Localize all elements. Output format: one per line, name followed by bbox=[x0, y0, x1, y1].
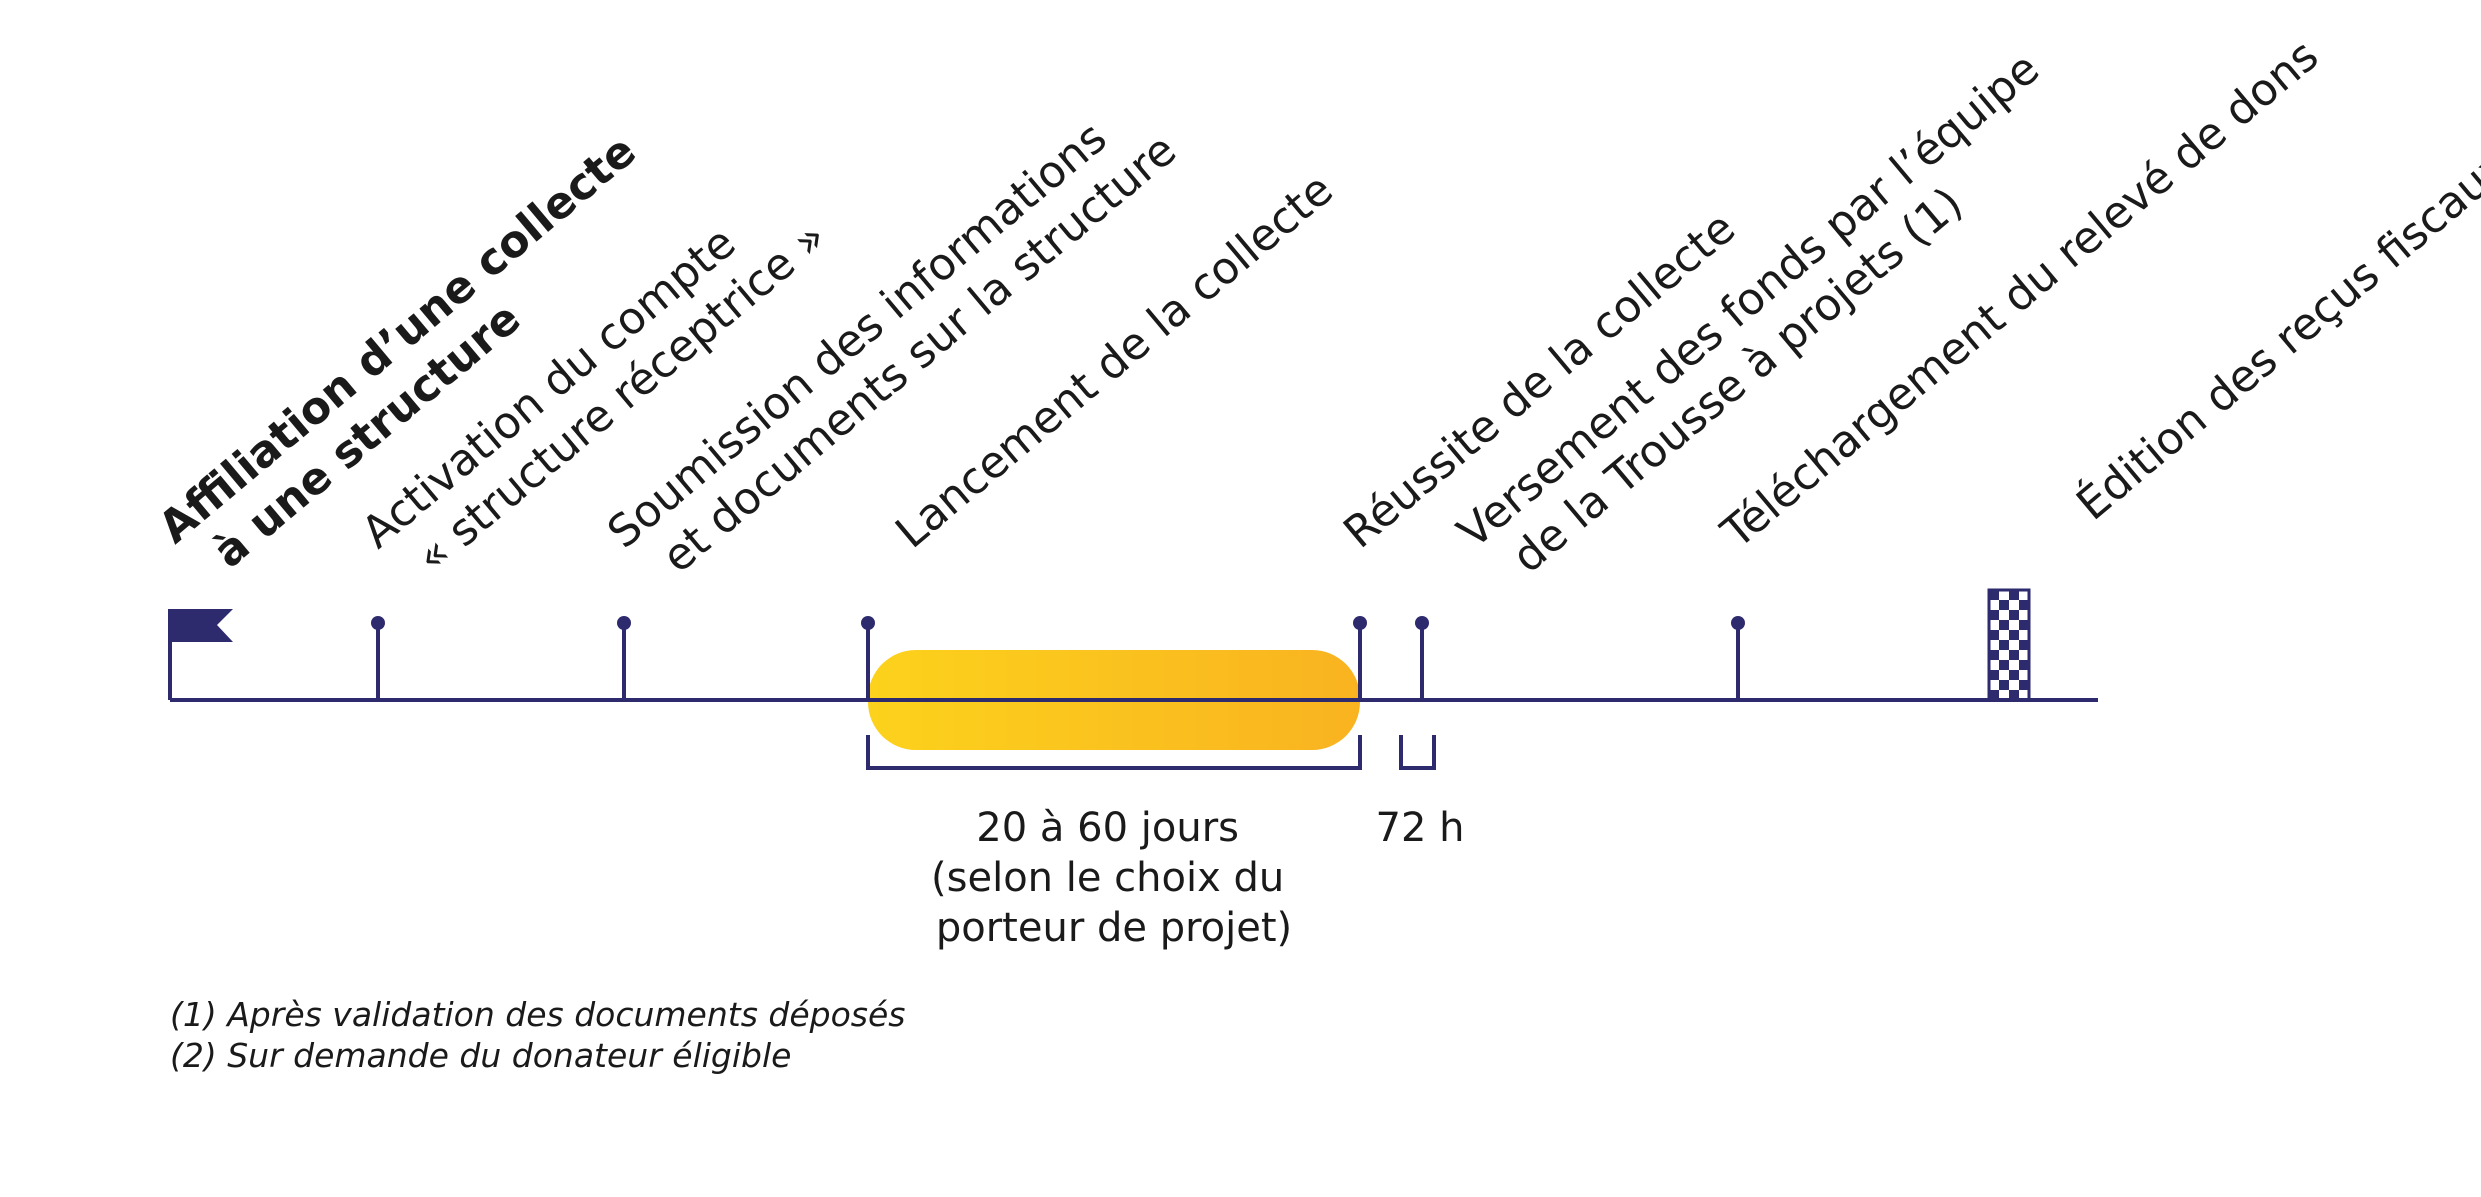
milestone-tick bbox=[1353, 616, 1367, 700]
duration-bracket-72h bbox=[1399, 735, 1436, 770]
milestone-tick bbox=[1731, 616, 1745, 700]
duration-label-collecte: 20 à 60 jours (selon le choix du porteur… bbox=[931, 805, 1297, 951]
checkered-flag-icon bbox=[1987, 588, 2031, 702]
milestone-tick bbox=[861, 616, 875, 700]
flag-icon bbox=[168, 609, 233, 700]
footnote: (1) Après validation des documents dépos… bbox=[170, 995, 905, 1034]
footnote: (2) Sur demande du donateur éligible bbox=[170, 1036, 791, 1075]
milestone-label: Édition des reçus fiscaux (2) bbox=[2066, 89, 2481, 530]
duration-label-72h: 72 h bbox=[1376, 805, 1465, 851]
milestone-tick bbox=[371, 616, 385, 700]
duration-bracket-collecte bbox=[866, 735, 1362, 770]
milestone-tick bbox=[617, 616, 631, 700]
milestone-tick bbox=[1415, 616, 1429, 700]
